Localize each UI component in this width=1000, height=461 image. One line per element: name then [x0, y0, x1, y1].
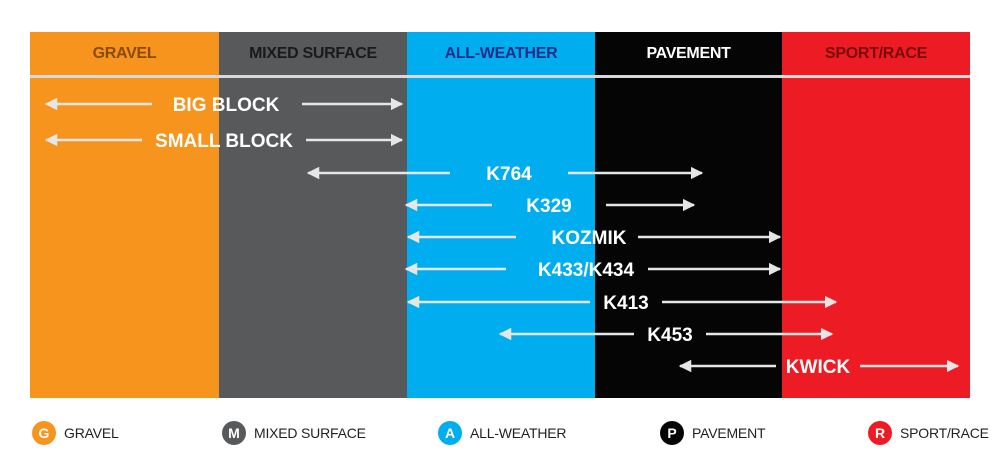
column-sport-race: SPORT/RACE	[782, 32, 970, 398]
legend-item-pavement: P PAVEMENT	[660, 420, 766, 446]
arrow-k413: K413	[406, 293, 838, 314]
arrow-label-k329: K329	[526, 196, 571, 217]
arrow-k453: K453	[498, 325, 834, 346]
gravel-badge-icon: G	[32, 421, 56, 445]
all-weather-badge-icon: A	[438, 421, 462, 445]
column-header-mixed-surface: MIXED SURFACE	[249, 45, 377, 62]
legend-label-pavement: PAVEMENT	[692, 425, 766, 441]
legend: G GRAVEL M MIXED SURFACE A ALL-WEATHER P…	[0, 420, 1000, 446]
pavement-badge-icon: P	[660, 421, 684, 445]
arrow-label-big-block: BIG BLOCK	[173, 95, 280, 116]
arrow-label-k413: K413	[603, 293, 648, 314]
legend-item-sport-race: R SPORT/RACE	[868, 420, 989, 446]
column-header-sport-race: SPORT/RACE	[825, 45, 927, 62]
legend-label-mixed-surface: MIXED SURFACE	[254, 425, 366, 441]
legend-label-gravel: GRAVEL	[64, 425, 119, 441]
legend-item-all-weather: A ALL-WEATHER	[438, 420, 567, 446]
column-header-gravel: GRAVEL	[92, 45, 157, 62]
arrow-label-k764: K764	[486, 164, 532, 185]
tire-range-arrows: BIG BLOCK SMALL BLOCK K764 K329 KOZMIK K…	[44, 95, 960, 378]
arrow-kwick: KWICK	[678, 357, 960, 378]
arrow-k433-k434: K433/K434	[404, 260, 782, 281]
header-divider	[30, 75, 970, 78]
arrow-k764: K764	[306, 164, 704, 185]
legend-label-all-weather: ALL-WEATHER	[470, 425, 567, 441]
legend-item-mixed-surface: M MIXED SURFACE	[222, 420, 366, 446]
arrow-label-kozmik: KOZMIK	[552, 228, 627, 249]
arrow-small-block: SMALL BLOCK	[44, 131, 404, 152]
arrow-label-small-block: SMALL BLOCK	[155, 131, 293, 152]
arrow-label-kwick: KWICK	[786, 357, 851, 378]
mixed-surface-badge-icon: M	[222, 421, 246, 445]
column-header-all-weather: ALL-WEATHER	[444, 45, 558, 62]
sport-race-badge-icon: R	[868, 421, 892, 445]
arrow-label-k433-k434: K433/K434	[538, 260, 635, 281]
terrain-chart: GRAVEL MIXED SURFACE ALL-WEATHER PAVEMEN…	[30, 32, 970, 398]
column-mixed-surface: MIXED SURFACE	[219, 32, 407, 398]
column-pavement: PAVEMENT	[595, 32, 782, 398]
column-header-pavement: PAVEMENT	[646, 45, 731, 62]
arrow-k329: K329	[404, 196, 696, 217]
arrow-kozmik: KOZMIK	[406, 228, 782, 249]
legend-label-sport-race: SPORT/RACE	[900, 425, 989, 441]
arrow-big-block: BIG BLOCK	[44, 95, 404, 116]
legend-item-gravel: G GRAVEL	[32, 420, 119, 446]
arrow-label-k453: K453	[647, 325, 692, 346]
column-gravel: GRAVEL	[30, 32, 219, 398]
